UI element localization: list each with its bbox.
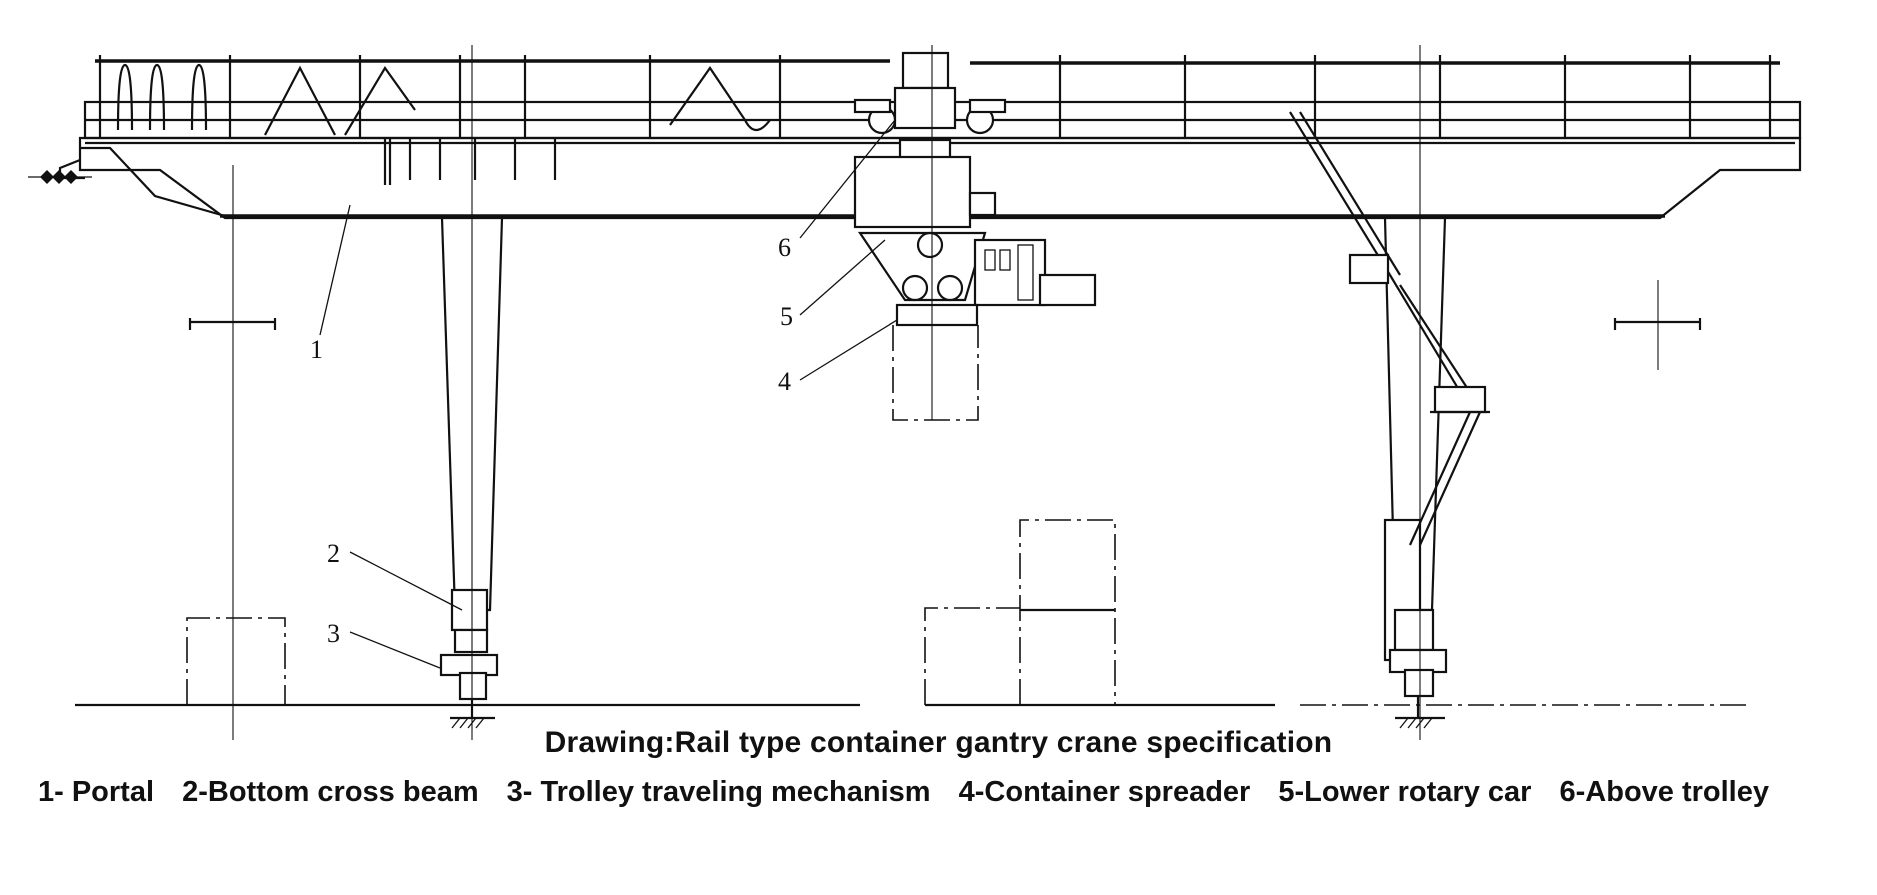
legend-item-portal: 1- Portal (38, 776, 155, 808)
parts-legend: 1- Portal 2-Bottom cross beam 3- Trolley… (38, 776, 1789, 809)
lower-rotary-car (853, 155, 1097, 307)
callout-3: 3 (327, 619, 340, 648)
callout-1-leader (319, 204, 351, 336)
callout-6-leader (799, 119, 896, 239)
callout-1: 1 (310, 335, 323, 364)
legend-item-above-trolley: 6-Above trolley (1559, 776, 1770, 808)
end-bumper (28, 146, 226, 218)
callout-3-leader (349, 631, 441, 669)
callout-2-leader (349, 551, 463, 611)
walkway-railing (83, 55, 1802, 140)
ground-and-containers (75, 519, 1750, 707)
callout-4-leader (799, 319, 898, 381)
legend-item-trolley-traveling-mechanism: 3- Trolley traveling mechanism (506, 776, 931, 808)
legend-item-container-spreader: 4-Container spreader (958, 776, 1251, 808)
callout-4: 4 (778, 367, 791, 396)
right-leg (1289, 111, 1490, 729)
callout-5: 5 (780, 302, 793, 331)
callouts: 1 2 3 4 5 6 (310, 119, 898, 669)
girder-stiffeners (383, 138, 557, 185)
callout-5-leader (799, 239, 886, 316)
container-spreader (892, 303, 979, 421)
callout-2: 2 (327, 539, 340, 568)
legend-item-bottom-cross-beam: 2-Bottom cross beam (182, 776, 479, 808)
above-trolley (853, 51, 1007, 160)
drawing-caption: Drawing:Rail type container gantry crane… (544, 726, 1333, 759)
center-lines (232, 45, 1659, 740)
callout-6: 6 (778, 233, 791, 262)
legend-item-lower-rotary-car: 5-Lower rotary car (1278, 776, 1532, 808)
